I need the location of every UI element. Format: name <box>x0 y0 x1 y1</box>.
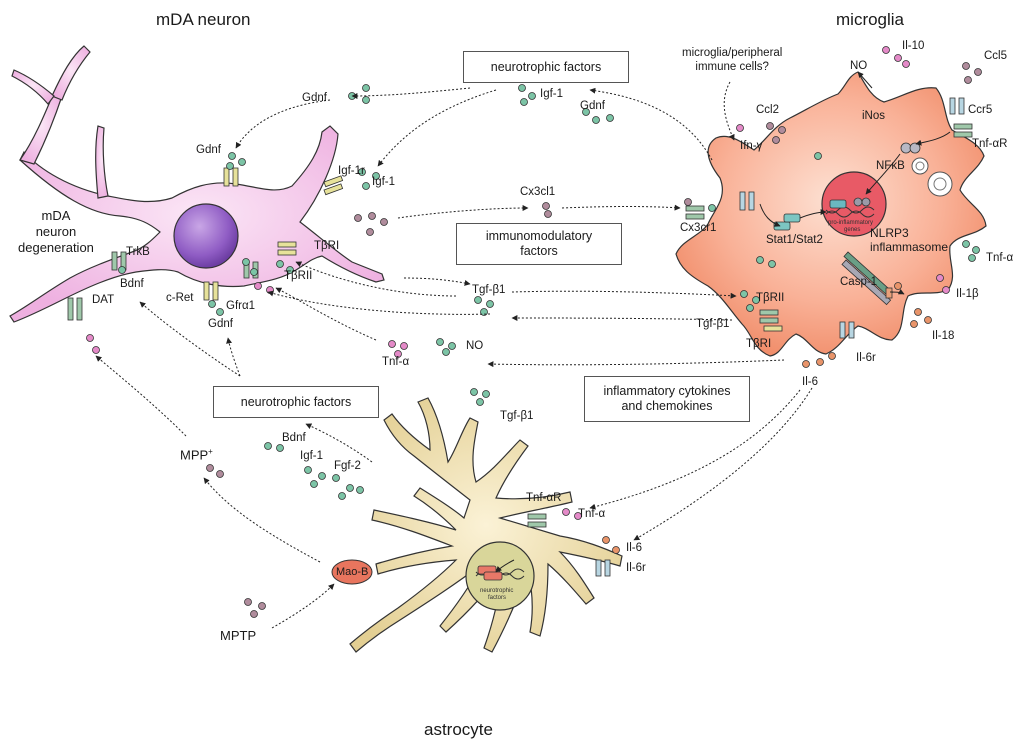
peripheral-line2: immune cells? <box>695 61 769 73</box>
label-ifng: Ifn-γ <box>740 140 763 152</box>
label-mg-tnfa: Tnf-α <box>986 252 1014 264</box>
title-microglia: microglia <box>836 10 905 29</box>
label-inos: iNos <box>862 110 886 122</box>
label-astro-il6r: Il-6r <box>626 562 646 574</box>
label-center-no: NO <box>466 340 484 352</box>
label-igf1r: Igf-1r <box>338 165 365 177</box>
label-neuron-bdnf: Bdnf <box>120 278 144 290</box>
pro-genes-line2: genes <box>844 227 860 233</box>
label-center-tgfb1: Tgf-β1 <box>472 284 506 296</box>
label-neuron-gdnf-top: Gdnf <box>302 92 327 104</box>
label-dat: DAT <box>92 294 115 306</box>
box-immuno-line1: immunomodulatory <box>485 229 593 243</box>
astrocyte-cell <box>331 397 623 653</box>
label-astro-tnfar: Tnf-αR <box>526 492 562 504</box>
label-ccr5: Ccr5 <box>968 104 993 116</box>
box-inflammatory-line1: inflammatory cytokines <box>603 384 731 398</box>
label-mg-tgfb1: Tgf-β1 <box>696 318 730 330</box>
label-cx3cl1: Cx3cl1 <box>520 186 556 198</box>
label-neuron-igf1: Igf-1 <box>372 176 396 188</box>
label-mg-tbri: TβRI <box>746 338 772 350</box>
label-stat: Stat1/Stat2 <box>766 234 823 246</box>
label-astro-bdnf: Bdnf <box>282 432 306 444</box>
astro-nucleus-line1: neurotrophic <box>480 588 513 594</box>
label-il10: Il-10 <box>902 40 925 52</box>
arrows <box>95 71 951 629</box>
box-inflammatory: inflammatory cytokines and chemokines <box>584 376 750 422</box>
box-neurotrophic-top: neurotrophic factors <box>463 51 629 83</box>
label-mptp: MPTP <box>220 628 257 643</box>
neuron-nucleus <box>173 203 239 269</box>
microglia-cell <box>675 71 987 357</box>
label-neuron-tbrii: TβRII <box>284 270 313 282</box>
label-center-gdnf: Gdnf <box>580 100 605 112</box>
pro-genes-line1: pro-inflammatory <box>828 220 873 226</box>
label-neuron-gdnf-bottom: Gdnf <box>208 318 233 330</box>
label-ccl5: Ccl5 <box>984 50 1008 62</box>
mpp-superscript: + <box>208 447 213 456</box>
box-immuno-line2: factors <box>520 244 558 258</box>
label-astro-fgf2: Fgf-2 <box>334 460 361 472</box>
label-peripheral-question: microglia/peripheral immune cells? <box>682 46 782 74</box>
label-astro-igf1: Igf-1 <box>300 450 324 462</box>
box-neurotrophic-bottom: neurotrophic factors <box>213 386 379 418</box>
peripheral-line1: microglia/peripheral <box>682 47 783 59</box>
box-inflammatory-line2: and chemokines <box>621 399 713 413</box>
box-immunomodulatory: immunomodulatory factors <box>456 223 622 265</box>
label-casp1: Casp-1 <box>840 276 878 288</box>
label-mg-tbrii: TβRII <box>756 292 785 304</box>
label-mg-il6: Il-6 <box>802 376 818 388</box>
mao-b-enzyme <box>331 559 373 585</box>
label-astro-tnfa: Tnf-α <box>578 508 606 520</box>
neuron-degeneration-label: mDA neuron degeneration <box>18 208 94 256</box>
label-il18: Il-18 <box>932 330 955 342</box>
label-cx3cr1: Cx3cr1 <box>680 222 717 234</box>
label-mg-il6r: Il-6r <box>856 352 876 364</box>
degeneration-line2: neuron <box>35 224 77 239</box>
label-nlrp3: NLRP3 inflammasome <box>870 226 948 254</box>
label-center-igf1: Igf-1 <box>540 88 564 100</box>
astro-nucleus-line2: factors <box>488 595 506 601</box>
label-astro-il6: Il-6 <box>626 542 642 554</box>
label-gfra1: Gfrα1 <box>226 300 256 312</box>
degeneration-line1: mDA <box>41 208 71 223</box>
label-il1b: Il-1β <box>956 288 979 300</box>
molecule-dots <box>86 46 982 618</box>
title-mda-neuron: mDA neuron <box>156 10 251 29</box>
label-ccl2: Ccl2 <box>756 104 780 116</box>
label-astro-tgfb1: Tgf-β1 <box>500 410 534 422</box>
degeneration-line3: degeneration <box>18 240 94 255</box>
label-mg-tnfar: Tnf-αR <box>972 138 1008 150</box>
label-neuron-gdnf-receptor: Gdnf <box>196 144 221 156</box>
label-nfkb: NFκB <box>876 160 905 172</box>
label-mpp: MPP+ <box>180 444 213 462</box>
title-astrocyte: astrocyte <box>424 720 493 739</box>
label-neuron-tbri: TβRI <box>314 240 340 252</box>
label-mao-b: Mao-B <box>336 566 369 578</box>
nlrp3-line1: NLRP3 <box>870 226 909 240</box>
label-center-tnfa: Tnf-α <box>382 356 410 368</box>
label-mg-no: NO <box>850 60 868 72</box>
nlrp3-line2: inflammasome <box>870 240 949 254</box>
mpp-text: MPP <box>180 447 209 463</box>
label-trkb: TrkB <box>126 246 150 258</box>
label-cret: c-Ret <box>166 292 194 304</box>
